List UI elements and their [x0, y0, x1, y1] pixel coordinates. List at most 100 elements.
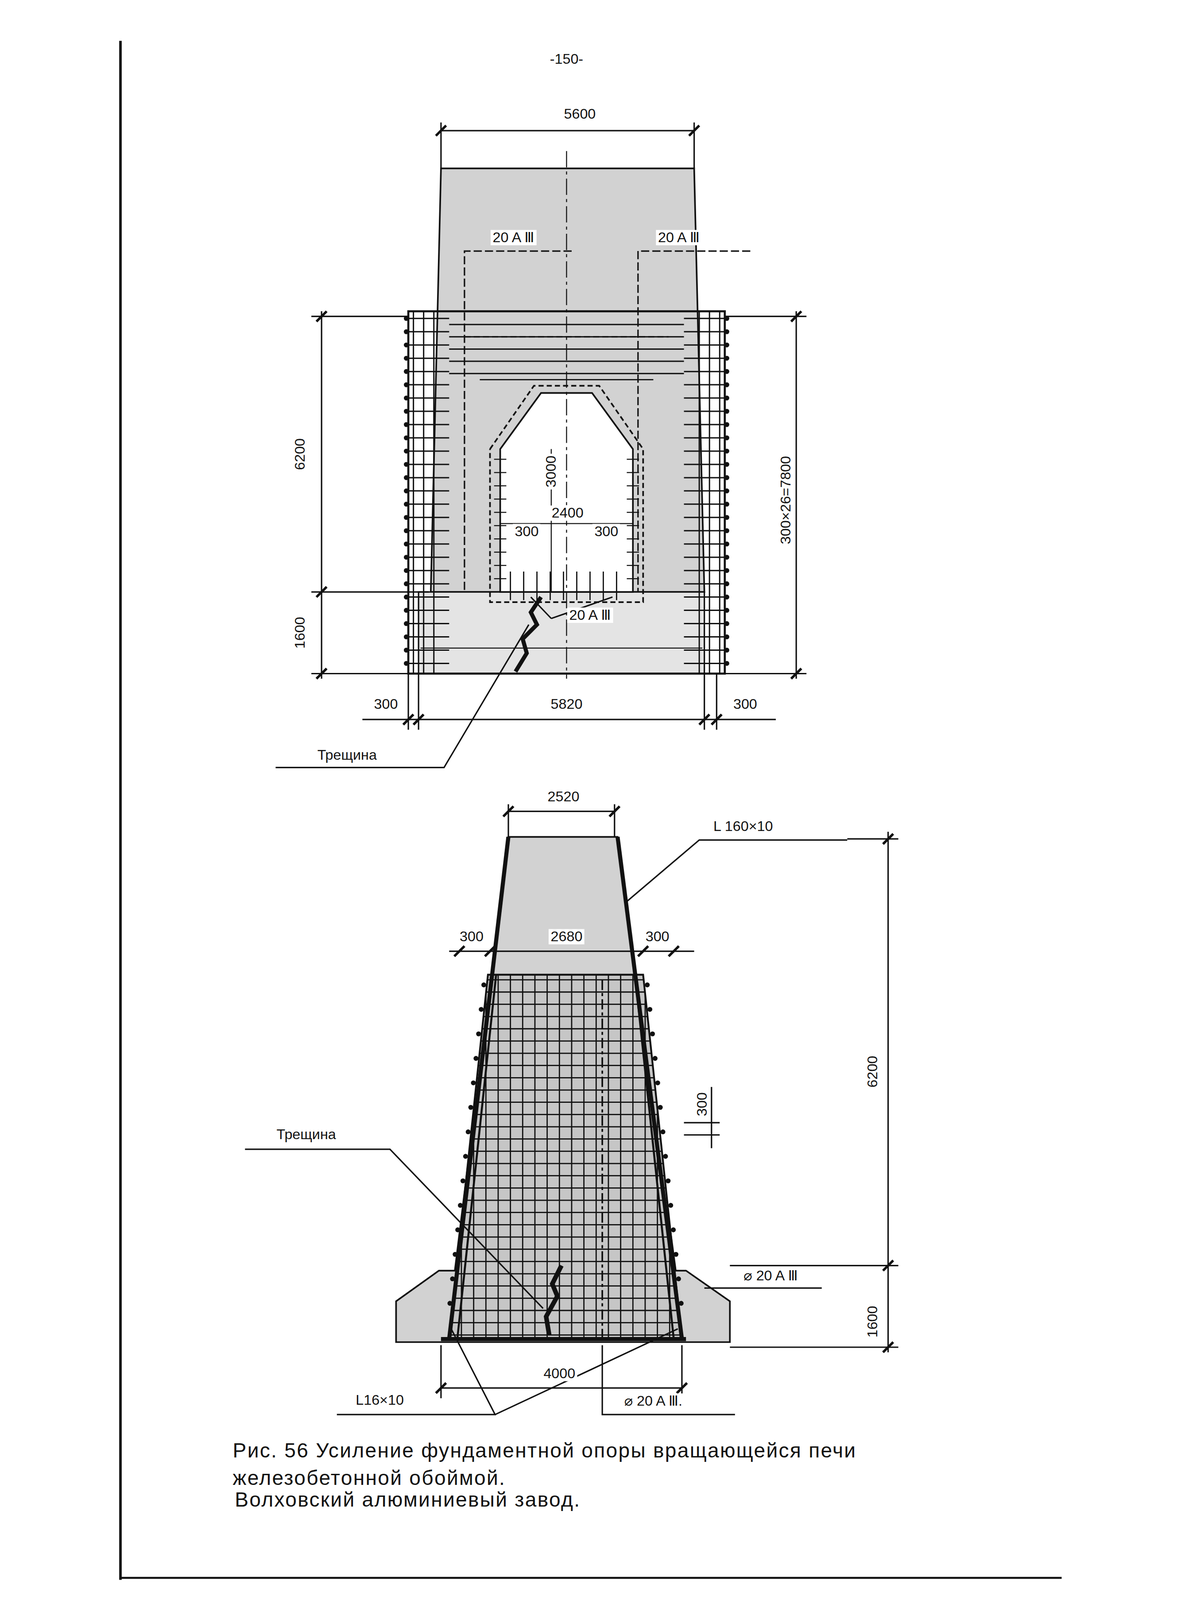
- rebar-dot: [403, 448, 409, 454]
- rebar-line: [626, 472, 639, 473]
- rebar-line: [406, 490, 450, 492]
- rebar-dot: [463, 1153, 469, 1159]
- rebar-line: [626, 525, 639, 527]
- rebar-dot: [655, 1080, 661, 1086]
- rebar-dot: [724, 661, 730, 666]
- rebar-dot: [676, 1276, 682, 1282]
- dimension: 300: [592, 523, 621, 540]
- rebar-line: [406, 476, 450, 479]
- rebar-line: [438, 1224, 694, 1226]
- rebar-line: [719, 311, 721, 674]
- rebar-line: [684, 636, 728, 638]
- rebar-dot: [724, 475, 730, 481]
- plant-name: Волховский алюминиевый завод.: [232, 1488, 583, 1511]
- rebar-dot: [724, 342, 730, 348]
- rebar-line: [534, 969, 536, 1343]
- rebar-line: [406, 371, 450, 373]
- rebar-dot: [403, 594, 409, 600]
- rebar-line: [438, 1003, 694, 1006]
- rebar-line: [406, 437, 450, 439]
- rebar-line: [438, 1064, 694, 1067]
- rebar-line: [684, 424, 728, 426]
- rebar-line: [494, 565, 507, 566]
- crack-label: Трещина: [315, 747, 379, 763]
- rebar-dot: [452, 1252, 458, 1258]
- rebar-dot: [403, 369, 409, 375]
- rebar-line: [684, 397, 728, 399]
- rebar-dot: [724, 461, 730, 467]
- rebar-line: [684, 344, 728, 346]
- rebar-line: [644, 969, 647, 1343]
- rebar-line: [626, 578, 639, 580]
- rebar-line: [684, 410, 728, 413]
- rebar-line: [494, 458, 507, 460]
- rebar-dot: [468, 1105, 474, 1111]
- rebar-dot: [724, 448, 730, 454]
- rebar-line: [438, 1053, 694, 1055]
- rebar-line: [438, 1273, 694, 1275]
- rebar-dot: [678, 1300, 684, 1306]
- rebar-dot: [403, 554, 409, 560]
- rebar-dot: [724, 329, 730, 335]
- rebar-line: [438, 1200, 694, 1202]
- rebar-line: [684, 503, 728, 505]
- dimension: 3000: [543, 453, 559, 490]
- rebar-dot: [403, 528, 409, 534]
- rebar-callout: 20 A Ⅲ: [655, 229, 702, 246]
- rebar-line: [406, 662, 450, 665]
- rebar-line: [412, 311, 415, 674]
- crack-label: Трещина: [274, 1127, 338, 1143]
- rebar-line: [406, 623, 450, 625]
- rebar-dot: [724, 594, 730, 600]
- rebar-grid: [438, 969, 694, 1343]
- rebar-line: [626, 538, 639, 540]
- rebar-line: [406, 596, 450, 598]
- rebar-line: [536, 571, 538, 601]
- rebar-line: [406, 357, 450, 360]
- rebar-line: [406, 424, 450, 426]
- rebar-line: [406, 649, 450, 651]
- rebar-line: [684, 556, 728, 558]
- rebar-line: [438, 1016, 694, 1018]
- rebar-line: [438, 1028, 694, 1030]
- rebar-line: [406, 636, 450, 638]
- rebar-line: [684, 583, 728, 585]
- rebar-dot: [662, 1153, 668, 1159]
- dimension: 5820: [548, 696, 585, 713]
- rebar-dot: [403, 342, 409, 348]
- dimension: 2520: [545, 789, 582, 806]
- rebar-dot: [403, 435, 409, 441]
- rebar-callout: 20 A Ⅲ: [567, 607, 613, 624]
- rebar-dot: [457, 1203, 463, 1208]
- rebar-line: [619, 969, 622, 1343]
- rebar-line: [494, 485, 507, 487]
- rebar-dot: [660, 1129, 666, 1135]
- rebar-line: [448, 969, 450, 1343]
- rebar-line: [406, 583, 450, 585]
- rebar-line: [632, 969, 634, 1343]
- rebar-line: [684, 516, 728, 519]
- rebar-dot: [650, 1031, 655, 1037]
- dimension: 300×26=7800: [778, 453, 794, 546]
- rebar-line: [626, 485, 639, 487]
- rebar-dot: [403, 422, 409, 427]
- rebar-dot: [403, 409, 409, 415]
- rebar-line: [595, 969, 597, 1343]
- rebar-dot: [724, 356, 730, 361]
- rebar-line: [406, 450, 450, 452]
- rebar-line: [698, 311, 701, 674]
- dimension: 300: [512, 523, 541, 540]
- rebar-line: [438, 1261, 694, 1263]
- rebar-line: [509, 571, 512, 601]
- rebar-line: [684, 662, 728, 665]
- rebar-line: [607, 969, 610, 1343]
- rebar-dot: [724, 647, 730, 653]
- rebar-dot: [724, 501, 730, 507]
- rebar-line: [684, 490, 728, 492]
- rebar-line: [406, 397, 450, 399]
- rebar-line: [406, 609, 450, 612]
- dimension: 6200: [292, 436, 308, 473]
- rebar-line: [406, 384, 450, 386]
- rebar-dot: [403, 541, 409, 547]
